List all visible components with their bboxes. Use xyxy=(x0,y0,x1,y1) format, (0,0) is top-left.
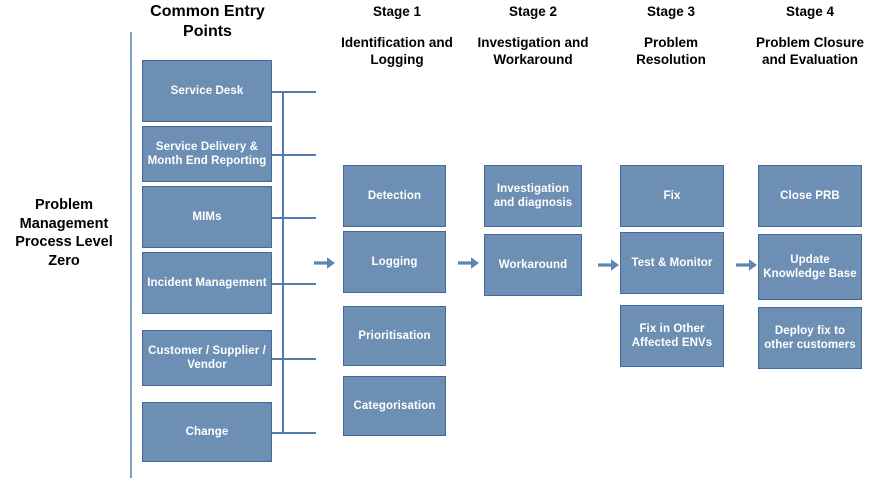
column-header-stage1: Stage 1 Identification and Logging xyxy=(337,4,457,68)
stage1-box-categorisation[interactable]: Categorisation xyxy=(343,376,446,436)
entry-box-incident-management[interactable]: Incident Management xyxy=(142,252,272,314)
stage4-box-update-knowledge-base[interactable]: Update Knowledge Base xyxy=(758,234,862,300)
connector-change xyxy=(272,432,316,434)
column-header-stage4: Stage 4 Problem Closure and Evaluation xyxy=(755,4,865,68)
stage3-box-test-monitor[interactable]: Test & Monitor xyxy=(620,232,724,294)
column-subtitle-stage3: Problem Resolution xyxy=(636,34,706,68)
vertical-divider xyxy=(130,32,132,478)
column-subtitle-stage1: Identification and Logging xyxy=(341,34,453,68)
column-title-stage2: Stage 2 xyxy=(508,4,558,19)
column-header-stage2: Stage 2 Investigation and Workaround xyxy=(477,4,589,68)
column-subtitle-stage4: Problem Closure and Evaluation xyxy=(755,34,865,68)
column-subtitle-stage2: Investigation and Workaround xyxy=(477,34,589,68)
arrow-stage2-to-stage3 xyxy=(598,258,620,272)
connector-service-delivery xyxy=(272,154,316,156)
stage1-box-logging[interactable]: Logging xyxy=(343,231,446,293)
arrow-stage1-to-stage2 xyxy=(458,256,480,270)
stage4-box-close-prb[interactable]: Close PRB xyxy=(758,165,862,227)
entry-box-customer-supplier-vendor[interactable]: Customer / Supplier / Vendor xyxy=(142,330,272,386)
entry-box-change[interactable]: Change xyxy=(142,402,272,462)
connector-service-desk xyxy=(272,91,316,93)
column-title-stage1: Stage 1 xyxy=(372,4,422,19)
stage3-box-fix[interactable]: Fix xyxy=(620,165,724,227)
connector-customer-supplier-vendor xyxy=(272,358,316,360)
column-header-entry: Common Entry Points xyxy=(140,2,275,42)
column-title-stage3: Stage 3 xyxy=(646,4,696,19)
stage4-box-deploy-fix[interactable]: Deploy fix to other customers xyxy=(758,307,862,369)
entry-box-service-desk[interactable]: Service Desk xyxy=(142,60,272,122)
connector-mims xyxy=(272,217,316,219)
connector-spine xyxy=(282,91,284,434)
connector-incident-management xyxy=(272,283,316,285)
column-title-entry: Common Entry Points xyxy=(150,3,265,40)
process-title-label: Problem Management Process Level Zero xyxy=(15,197,113,269)
stage3-box-fix-other-envs[interactable]: Fix in Other Affected ENVs xyxy=(620,305,724,367)
entry-box-service-delivery[interactable]: Service Delivery & Month End Reporting xyxy=(142,126,272,182)
stage1-box-detection[interactable]: Detection xyxy=(343,165,446,227)
column-header-stage3: Stage 3 Problem Resolution xyxy=(615,4,727,68)
stage2-box-workaround[interactable]: Workaround xyxy=(484,234,582,296)
entry-box-mims[interactable]: MIMs xyxy=(142,186,272,248)
arrow-entry-to-stage1 xyxy=(314,256,336,270)
arrow-stage3-to-stage4 xyxy=(736,258,758,272)
stage1-box-prioritisation[interactable]: Prioritisation xyxy=(343,306,446,366)
column-title-stage4: Stage 4 xyxy=(785,4,835,19)
stage2-box-investigation-diagnosis[interactable]: Investigation and diagnosis xyxy=(484,165,582,227)
